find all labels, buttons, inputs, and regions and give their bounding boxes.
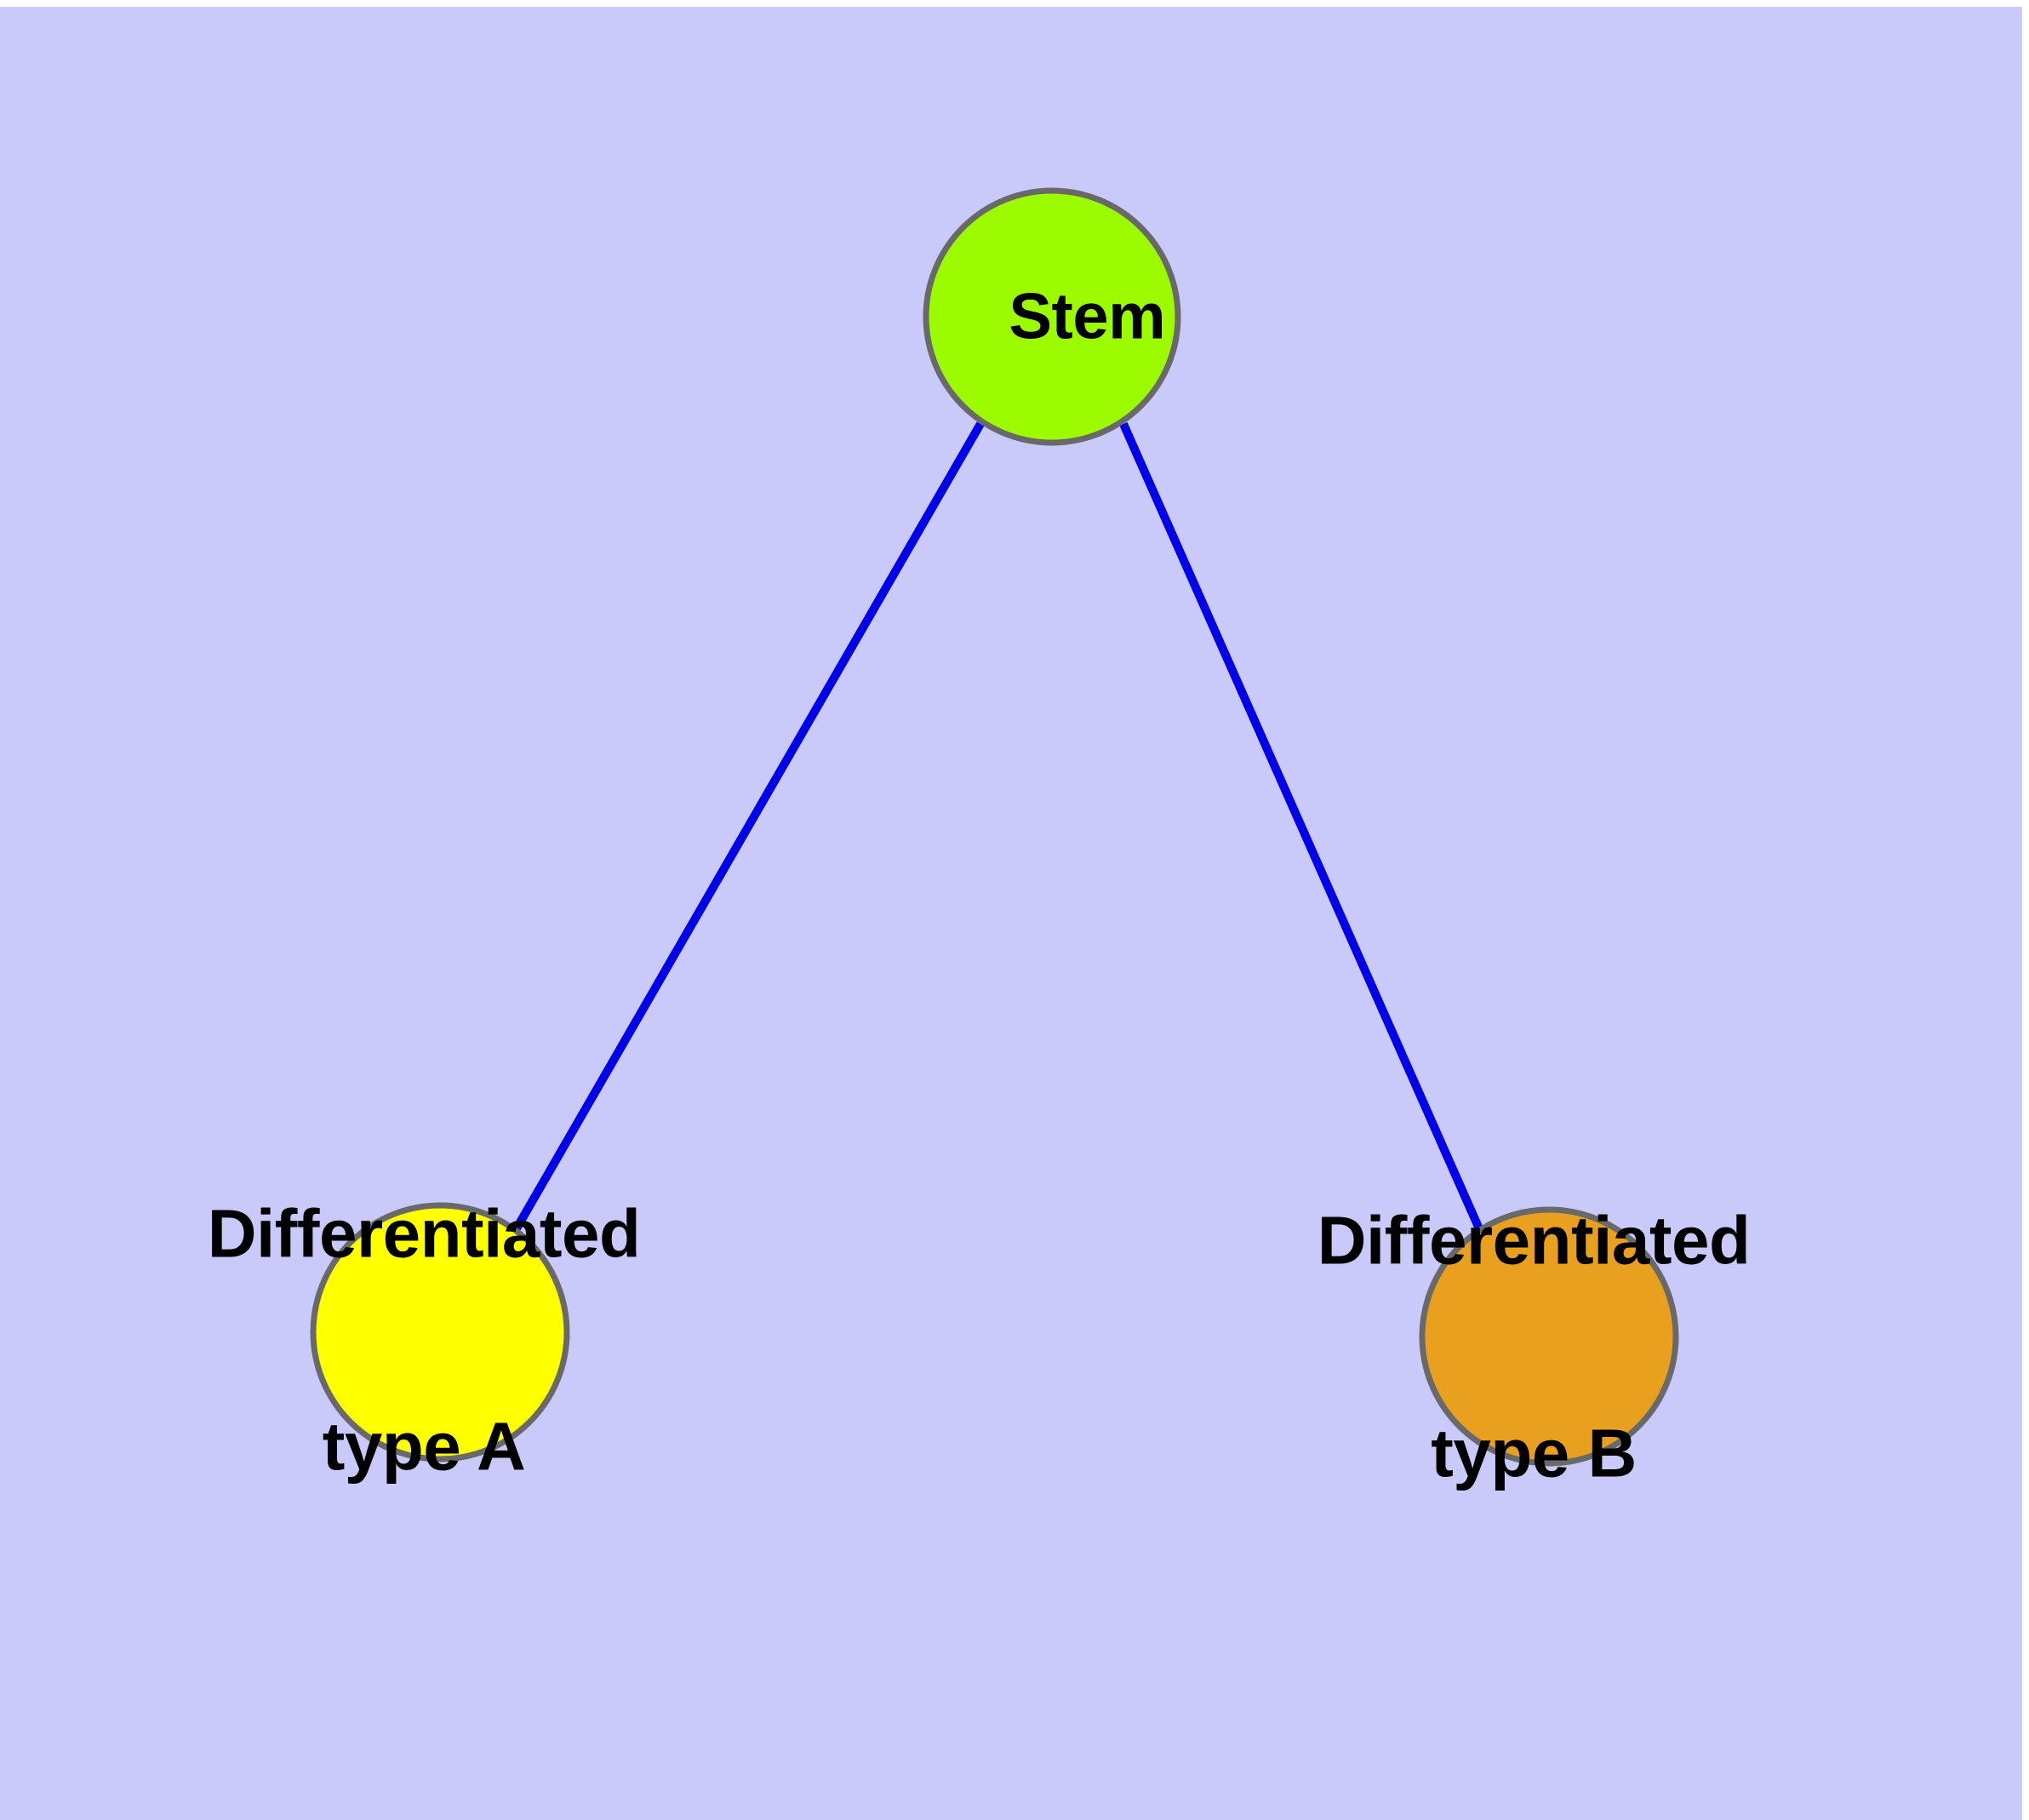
node-layer [310,187,1679,1467]
edge-stem-to-differentiated-type-b[interactable] [1119,421,1485,1235]
edge-layer [512,421,1485,1235]
node-differentiated-type-b[interactable] [1419,1206,1679,1467]
node-differentiated-type-a[interactable] [310,1202,570,1462]
node-stem[interactable] [923,187,1181,446]
edge-stem-to-differentiated-type-a[interactable] [512,421,985,1231]
